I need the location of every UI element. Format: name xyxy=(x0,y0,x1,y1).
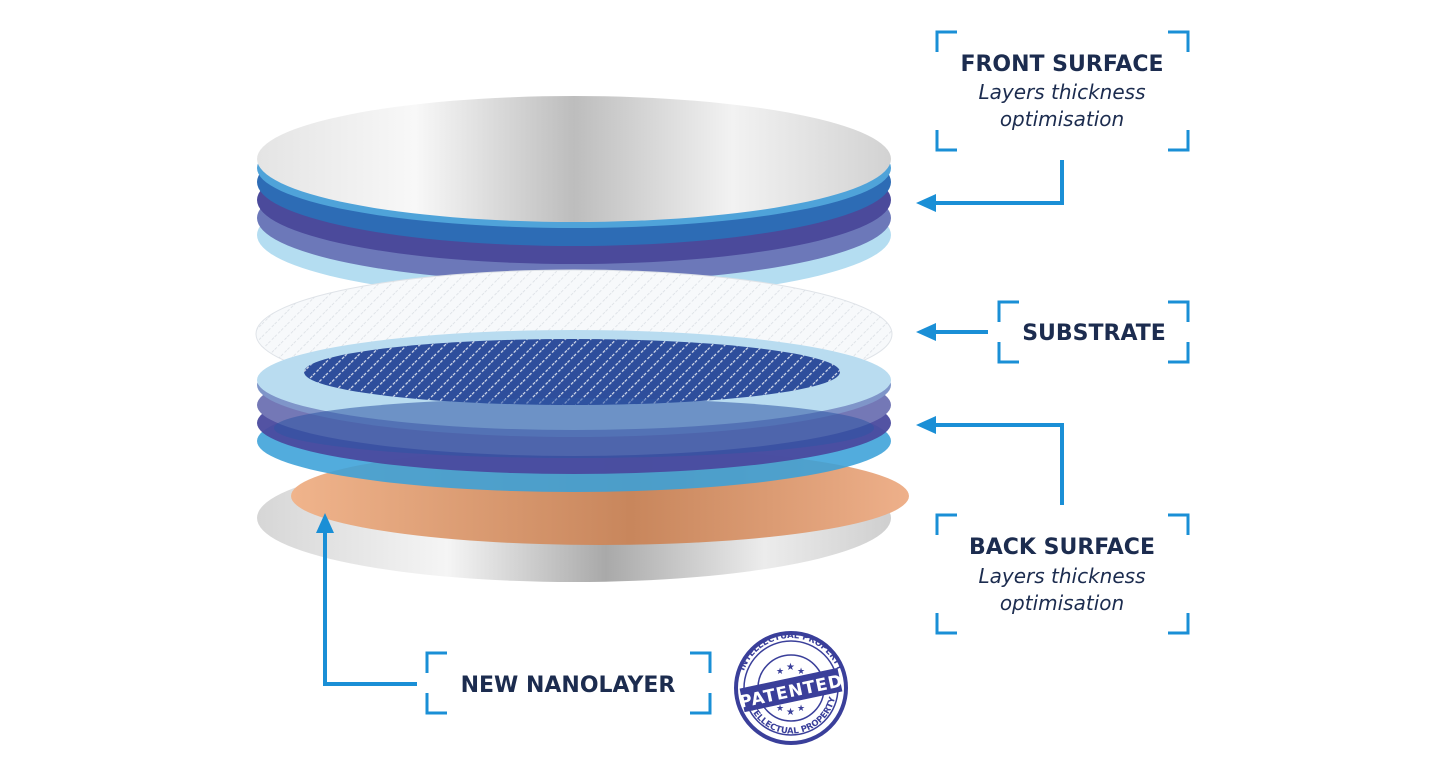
back-surface-callout: BACK SURFACE Layers thickness optimisati… xyxy=(916,416,1190,635)
patented-stamp: INTELLECTUAL PROPERTY INTELLECTUAL PROPE… xyxy=(734,631,848,745)
front-surface-stack xyxy=(257,96,891,299)
substrate-callout: SUBSTRATE xyxy=(916,300,1190,364)
front-silver-disc xyxy=(257,96,891,222)
svg-text:★: ★ xyxy=(786,662,795,673)
new-nanolayer-title: NEW NANOLAYER xyxy=(461,673,676,698)
substrate-arrowhead xyxy=(916,323,936,341)
new-nanolayer-bracket xyxy=(425,651,712,715)
front-surface-bracket xyxy=(935,30,1190,152)
back-surface-line2: optimisation xyxy=(1000,591,1124,615)
substrate-title: SUBSTRATE xyxy=(1022,321,1166,346)
svg-text:★: ★ xyxy=(797,704,805,714)
svg-text:★: ★ xyxy=(776,667,784,677)
front-surface-arrow-line xyxy=(932,160,1064,205)
front-surface-title: FRONT SURFACE xyxy=(960,52,1163,77)
back-surface-bracket xyxy=(935,513,1190,635)
back-surface-arrow-line xyxy=(932,423,1064,505)
back-surface-title: BACK SURFACE xyxy=(969,535,1155,560)
back-surface-line1: Layers thickness xyxy=(978,564,1145,588)
new-nanolayer-arrow-line xyxy=(323,530,417,686)
new-nanolayer-arrowhead xyxy=(316,513,334,533)
new-nanolayer-callout: NEW NANOLAYER xyxy=(316,513,712,715)
front-surface-line1: Layers thickness xyxy=(978,80,1145,104)
back-layer-deep-blue xyxy=(274,398,874,458)
svg-text:★: ★ xyxy=(776,704,784,714)
front-surface-callout: FRONT SURFACE Layers thickness optimisat… xyxy=(916,30,1190,212)
svg-text:★: ★ xyxy=(797,667,805,677)
back-layer-hatch xyxy=(304,339,840,405)
substrate-bracket xyxy=(997,300,1190,364)
back-surface-stack xyxy=(257,330,909,582)
front-surface-arrowhead xyxy=(916,194,936,212)
back-surface-arrowhead xyxy=(916,416,936,434)
svg-text:★: ★ xyxy=(786,707,795,718)
front-surface-line2: optimisation xyxy=(1000,107,1124,131)
stamp-stars-icon: ★ ★ ★ ★ ★ ★ xyxy=(776,662,805,718)
